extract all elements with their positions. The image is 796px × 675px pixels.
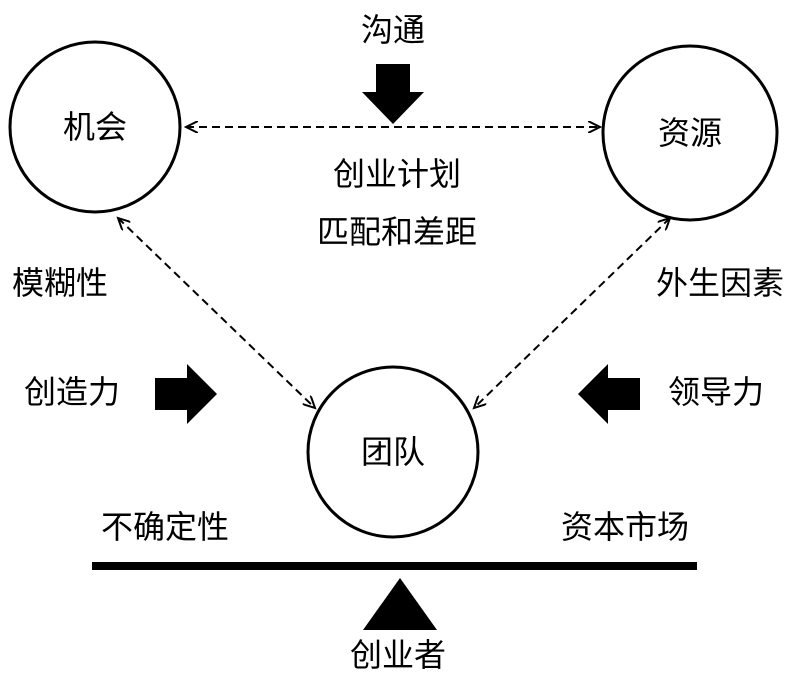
ambiguity-label: 模糊性	[12, 264, 108, 302]
uncertainty-label: 不确定性	[101, 508, 229, 546]
opportunity-team-arrow	[118, 218, 315, 408]
communication-down-arrow-icon	[362, 64, 424, 124]
leadership-label: 领导力	[668, 373, 764, 411]
fit-and-gap-label: 匹配和差距	[317, 213, 477, 251]
opportunity-circle	[8, 40, 182, 214]
team-label: 团队	[361, 433, 425, 471]
entrepreneur-label: 创业者	[350, 636, 446, 674]
communication-label: 沟通	[361, 11, 425, 49]
resources-circle	[601, 44, 779, 222]
leadership-left-arrow-icon	[578, 364, 640, 424]
team-circle	[306, 365, 480, 539]
creativity-label: 创造力	[24, 373, 120, 411]
capital-market-label: 资本市场	[561, 508, 689, 546]
exogenous-factors-label: 外生因素	[656, 264, 784, 302]
resources-label: 资源	[658, 114, 722, 152]
opportunity-label: 机会	[63, 108, 127, 146]
creativity-right-arrow-icon	[155, 364, 217, 424]
business-plan-label: 创业计划	[333, 155, 461, 193]
fulcrum-triangle	[363, 578, 437, 630]
balance-beam	[92, 562, 697, 570]
resources-team-arrow	[474, 218, 670, 408]
